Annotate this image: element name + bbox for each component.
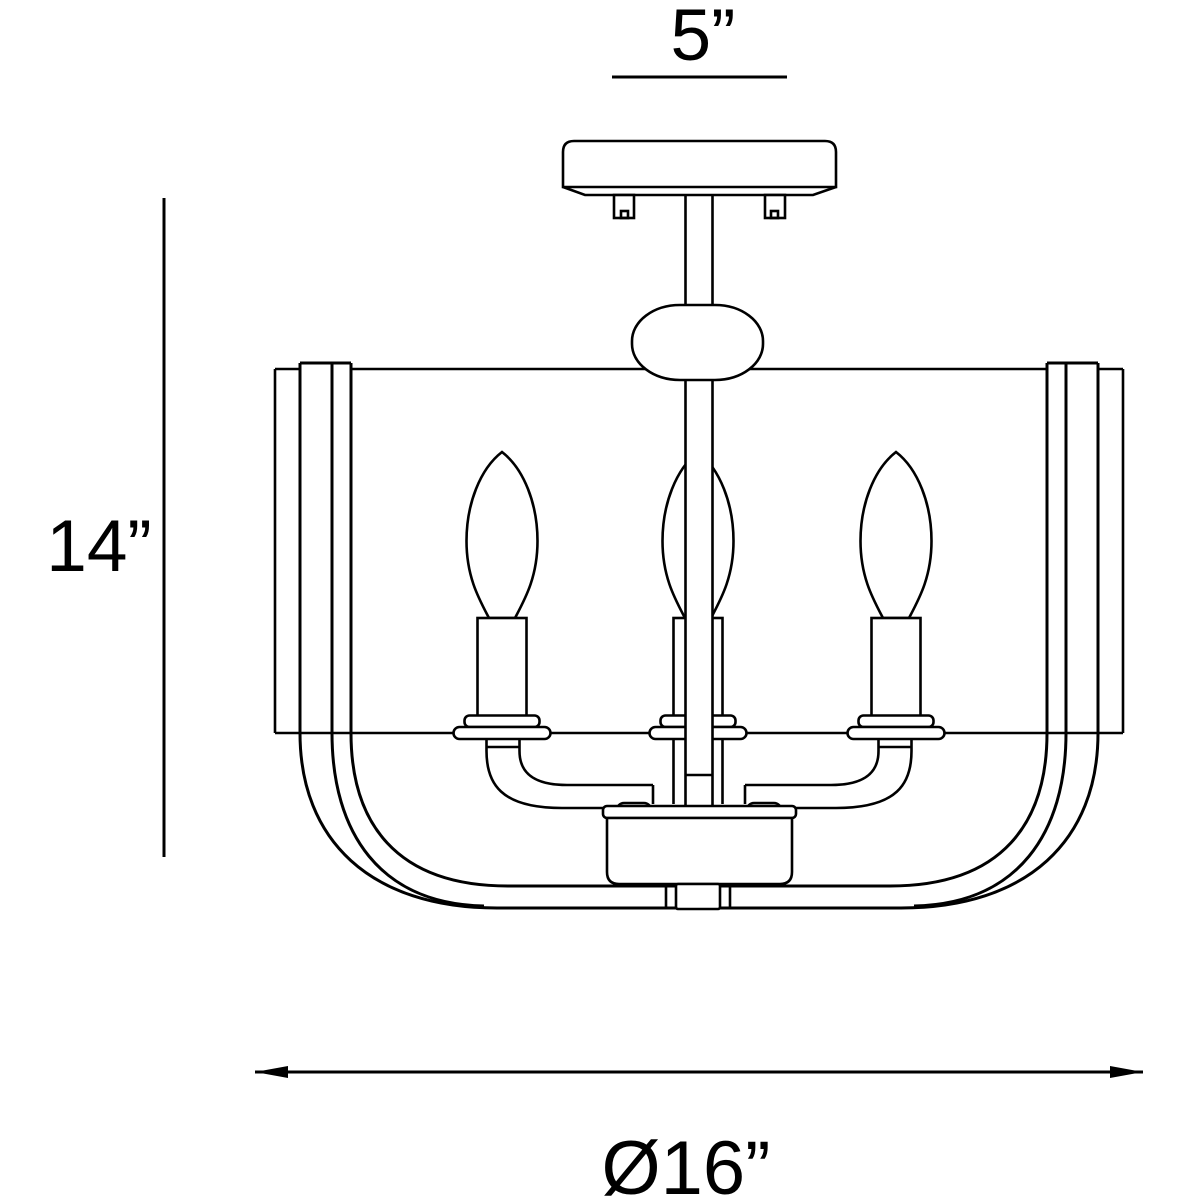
canopy-body: [561, 139, 838, 189]
tab-notch-right: [769, 209, 780, 220]
band-left-edge-curve: [349, 732, 509, 888]
bottom-hub: [601, 801, 798, 911]
left-arm-tube: [485, 739, 655, 810]
stem-body-mask: [685, 196, 713, 806]
bottom-finial: [674, 882, 722, 911]
band-left-outer-curve: [298, 732, 498, 910]
stem-lines: [684, 196, 714, 806]
candle-left-shape: [452, 450, 552, 741]
canopy-width-label: 5”: [671, 0, 736, 76]
candle-right-shape: [846, 450, 946, 741]
tab-notch-left: [619, 209, 630, 220]
finial-side-ticks: [664, 886, 732, 908]
frame-band: [298, 361, 1100, 910]
hub-body: [605, 816, 794, 886]
band-right-outer-curve: [900, 732, 1100, 910]
center-cup-stem: [672, 739, 724, 804]
dimension-annotations: 5” 14” Ø16”: [46, 0, 1143, 1200]
diameter-label: Ø16”: [602, 1126, 771, 1200]
band-right-mid-curve: [913, 732, 1068, 908]
right-arm-tube: [743, 739, 913, 810]
band-right-verticals: [1045, 363, 1100, 733]
canopy-flange: [562, 185, 837, 197]
mounting-tab-right: [763, 193, 787, 220]
ceiling-canopy: [561, 139, 838, 220]
candle-left: [452, 450, 552, 741]
band-right-edge-curve: [889, 732, 1049, 888]
candle-arms: [485, 739, 913, 810]
mounting-tab-left: [612, 193, 636, 220]
band-left-mid-curve: [330, 732, 485, 908]
arrowhead-left-icon: [255, 1066, 288, 1078]
center-stem: [684, 196, 714, 806]
band-left-verticals: [298, 363, 353, 733]
hub-flange: [601, 804, 798, 820]
candle-right: [846, 450, 946, 741]
height-label: 14”: [46, 506, 152, 587]
ball-finial: [630, 303, 765, 382]
arrowhead-right-icon: [1110, 1066, 1143, 1078]
